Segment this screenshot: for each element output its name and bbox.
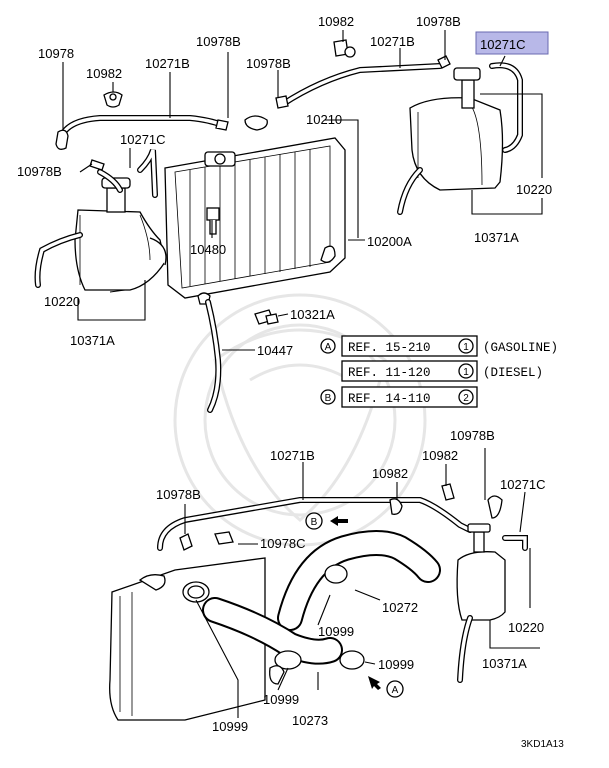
- svg-text:1: 1: [463, 367, 469, 378]
- svg-text:1: 1: [463, 342, 469, 353]
- reservoir-bottom: [456, 523, 528, 683]
- plug-10321A: [254, 309, 279, 325]
- label-10999-d: 10999: [212, 719, 248, 734]
- label-10210: 10210: [306, 112, 342, 127]
- reservoir-right: [397, 67, 504, 215]
- svg-text:2: 2: [463, 393, 469, 404]
- label-10999-b: 10999: [263, 692, 299, 707]
- label-10999-c: 10999: [378, 657, 414, 672]
- svg-text:A: A: [392, 685, 399, 696]
- svg-text:REF. 11-120: REF. 11-120: [348, 366, 431, 380]
- label-10978B-top: 10978B: [416, 14, 461, 29]
- label-10982-mid2: 10982: [422, 448, 458, 463]
- hose-10272: [277, 530, 441, 631]
- label-10271C-a: 10271C: [120, 132, 166, 147]
- label-10271C-highlighted: 10271C: [480, 37, 526, 52]
- svg-text:(GASOLINE): (GASOLINE): [483, 341, 558, 355]
- label-10271B-mid: 10271B: [270, 448, 315, 463]
- flow-marker-a: A: [368, 676, 404, 698]
- highlight-box: [475, 31, 549, 55]
- ref-row-3: B REF. 14-110 2: [320, 386, 478, 408]
- label-10982-a: 10982: [86, 66, 122, 81]
- label-10273: 10273: [292, 713, 328, 728]
- ref-row-2: REF. 11-120 1 (DIESEL): [341, 360, 543, 382]
- label-10220-left: 10220: [44, 294, 80, 309]
- label-10371A-right: 10371A: [474, 230, 519, 245]
- diagram-code: 3KD1A13: [521, 739, 564, 750]
- label-10220-bottom: 10220: [508, 620, 544, 635]
- label-10271C-mid: 10271C: [500, 477, 546, 492]
- label-10271B-a: 10271B: [145, 56, 190, 71]
- label-10982-top: 10982: [318, 14, 354, 29]
- label-10220-right: 10220: [516, 182, 552, 197]
- clip-icons-top: [275, 39, 451, 109]
- svg-text:B: B: [311, 517, 318, 528]
- hose-10271B-left: [59, 115, 225, 198]
- ref-row-1: A REF. 15-210 1 (GASOLINE): [320, 335, 558, 357]
- hose-10271B-bottom: [157, 497, 473, 551]
- label-10321A: 10321A: [290, 307, 335, 322]
- svg-text:REF. 14-110: REF. 14-110: [348, 392, 431, 406]
- label-10978B-bottom-left: 10978B: [156, 487, 201, 502]
- clamp-icons-bottom: [179, 483, 503, 685]
- label-10200A: 10200A: [367, 234, 412, 249]
- label-10978C: 10978C: [260, 536, 306, 551]
- label-10480: 10480: [190, 242, 226, 257]
- label-10978B-c: 10978B: [17, 164, 62, 179]
- label-10978B-mid: 10978B: [450, 428, 495, 443]
- hose-10447: [205, 299, 222, 413]
- reference-table: A REF. 15-210 1 (GASOLINE) REF. 11-120 1…: [320, 335, 558, 408]
- part-labels: 10978 10982 10271B 10978B 10978B 10982 1…: [17, 14, 564, 750]
- label-10999-a: 10999: [318, 624, 354, 639]
- radiator-bottom: [109, 557, 266, 721]
- hose-10271B-top: [280, 62, 523, 153]
- label-10447: 10447: [257, 343, 293, 358]
- label-10271B-top: 10271B: [370, 34, 415, 49]
- flow-marker-b: B: [305, 512, 348, 530]
- svg-text:(DIESEL): (DIESEL): [483, 366, 543, 380]
- label-10272: 10272: [382, 600, 418, 615]
- radiator-top: [164, 137, 346, 305]
- label-10978B-b: 10978B: [246, 56, 291, 71]
- leader-lines-top: [62, 30, 543, 351]
- svg-text:REF. 15-210: REF. 15-210: [348, 341, 431, 355]
- svg-text:A: A: [325, 342, 332, 353]
- hose-10273: [202, 597, 343, 665]
- label-10371A-left: 10371A: [70, 333, 115, 348]
- label-10371A-bottom: 10371A: [482, 656, 527, 671]
- watermark-emblem: [173, 293, 427, 547]
- label-10978B-a: 10978B: [196, 34, 241, 49]
- label-10978-top: 10978: [38, 46, 74, 61]
- label-10982-mid1: 10982: [372, 466, 408, 481]
- reservoir-left: [34, 177, 167, 291]
- leader-lines-bottom: [184, 448, 540, 718]
- clip-icons-left: [55, 91, 268, 171]
- svg-text:B: B: [325, 393, 332, 404]
